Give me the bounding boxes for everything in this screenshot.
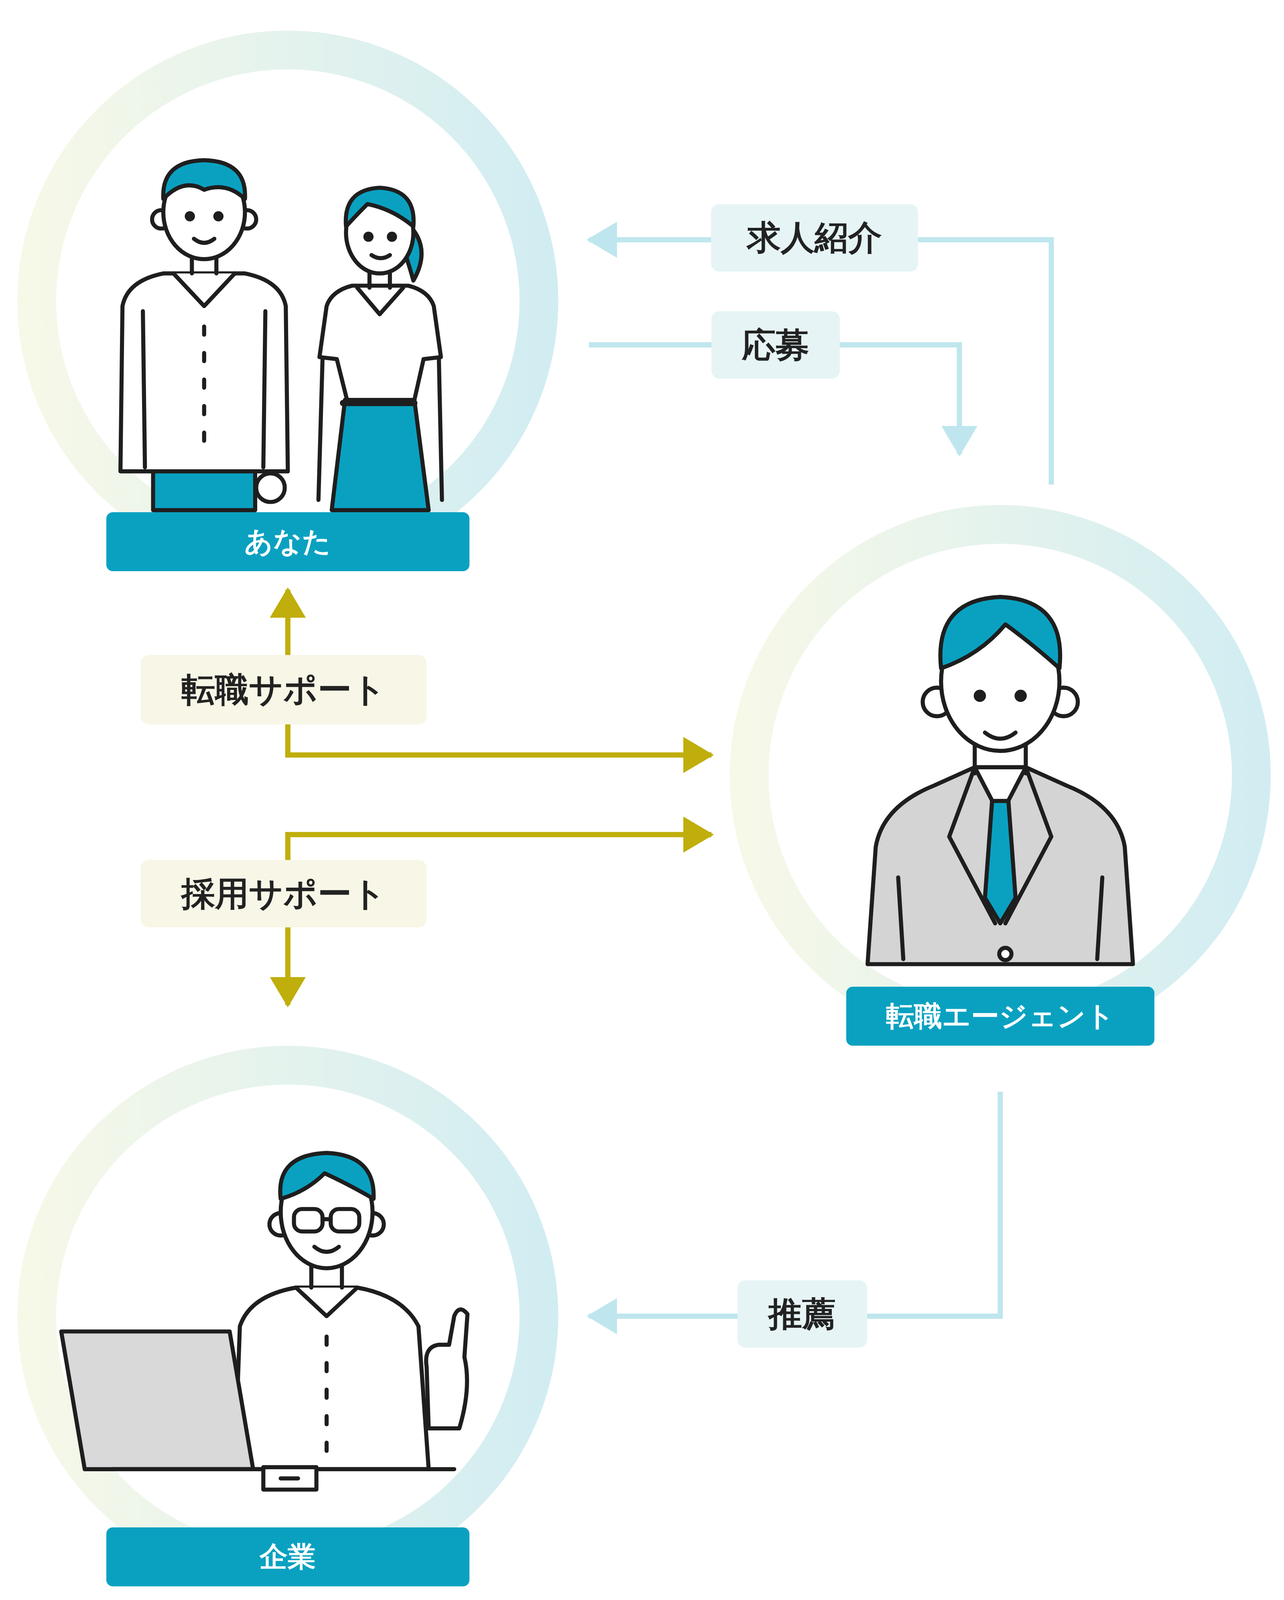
edge-label-box: 採用サポート — [140, 860, 427, 928]
edge-label: 求人紹介 — [747, 219, 882, 256]
man-figure — [120, 160, 288, 510]
edge-label-box: 転職サポート — [140, 655, 427, 725]
edge-label-box: 推薦 — [737, 1280, 868, 1349]
label-bar: あなた — [106, 512, 470, 572]
edge-label: 採用サポート — [181, 875, 387, 913]
edge-label: 応募 — [741, 326, 810, 364]
ring — [36, 50, 540, 553]
ring — [36, 1065, 540, 1568]
company-figure — [61, 1153, 468, 1490]
node-circle: あなた — [17, 30, 559, 572]
edge-label-box: 求人紹介 — [711, 204, 919, 272]
node-circle: 企業 — [17, 1046, 559, 1587]
node-label: 企業 — [259, 1542, 316, 1573]
connector — [589, 239, 1052, 485]
ring — [749, 524, 1252, 1027]
agent-figure — [867, 597, 1133, 965]
node-circle: 転職エージェント — [729, 505, 1271, 1047]
edge-label: 転職サポート — [181, 671, 387, 709]
label-bar: 企業 — [106, 1527, 470, 1588]
edge-label-box: 応募 — [711, 311, 841, 379]
woman-figure — [318, 187, 443, 511]
label-bar: 転職エージェント — [846, 987, 1155, 1047]
node-label: 転職エージェント — [885, 1001, 1115, 1033]
node-label: あなた — [244, 526, 332, 558]
edge-label: 推薦 — [768, 1296, 836, 1333]
